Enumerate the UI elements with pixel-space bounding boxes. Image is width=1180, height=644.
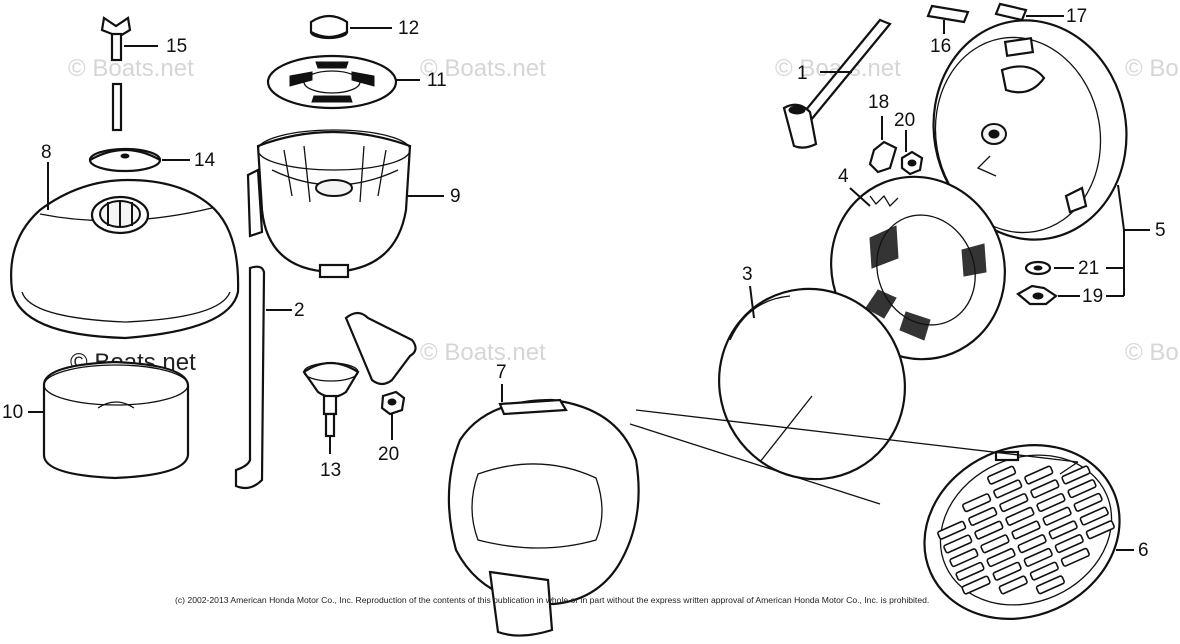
callout-15: 15	[166, 36, 187, 57]
part-19-wing-nut[interactable]	[1016, 230, 1125, 306]
grille-slot	[999, 493, 1029, 513]
part-13-drain-cup[interactable]	[302, 311, 417, 454]
callout-11: 11	[427, 70, 447, 91]
callout-20-right: 20	[894, 110, 915, 131]
part-18-collar[interactable]	[868, 116, 898, 174]
part-17-seal[interactable]	[994, 2, 1064, 22]
part-5-rear-housing[interactable]	[916, 5, 1150, 255]
part-8-air-cleaner-cover[interactable]	[10, 162, 240, 340]
part-21-washer[interactable]	[1024, 260, 1074, 276]
callout-10: 10	[2, 402, 23, 423]
watermark-1: © Boats.net	[68, 55, 194, 82]
grille-slot	[1073, 492, 1103, 512]
grille-slot	[1011, 520, 1041, 540]
callout-12: 12	[398, 18, 419, 39]
part-11-grid-plate[interactable]	[266, 54, 420, 110]
grille-slot	[1067, 479, 1097, 499]
grille-slot	[955, 561, 985, 581]
grille-slot	[987, 465, 1017, 485]
grille-slot	[1024, 465, 1054, 485]
callout-6: 6	[1138, 540, 1149, 561]
grille-slot	[974, 520, 1004, 540]
part-4-element-holder[interactable]	[804, 150, 1032, 385]
watermark-7: © Boats.net	[1125, 339, 1180, 366]
grille-slot	[986, 548, 1016, 568]
grille-slot	[1054, 534, 1084, 554]
grille-slot	[1085, 520, 1115, 540]
grille-slot	[1029, 561, 1059, 581]
part-2-tube[interactable]	[234, 265, 292, 490]
callout-1: 1	[797, 63, 808, 84]
part-1-stay-bracket[interactable]	[782, 18, 892, 149]
grille-slots	[937, 465, 1115, 595]
grille-slot	[1036, 492, 1066, 512]
grille-slot	[1061, 465, 1091, 485]
grille-slot	[1023, 547, 1053, 567]
watermark-5: © Boats.net	[420, 339, 546, 366]
part-20-nut-right[interactable]	[900, 130, 924, 176]
part-14-washer[interactable]	[88, 147, 190, 173]
grille-slot	[962, 493, 992, 513]
grille-slot	[1030, 479, 1060, 499]
callout-19: 19	[1082, 286, 1103, 307]
callout-20-left: 20	[378, 444, 399, 465]
callout-9: 9	[450, 186, 461, 207]
grille-slot	[1005, 506, 1035, 526]
callout-4: 4	[838, 166, 849, 187]
part-7-intake-housing[interactable]	[447, 384, 640, 637]
part-12-cap[interactable]	[309, 14, 392, 40]
watermark-4: © Boats.net	[1125, 55, 1180, 82]
grille-slot	[1035, 575, 1065, 595]
callout-3: 3	[742, 264, 753, 285]
part-9-air-cleaner-case[interactable]	[246, 129, 444, 279]
part-10-foam-element[interactable]	[28, 360, 190, 480]
grille-slot	[1042, 506, 1072, 526]
grille-slot	[992, 561, 1022, 581]
part-3-filter-element[interactable]	[686, 256, 939, 512]
grille-slot	[980, 534, 1010, 554]
grille-slot	[1048, 520, 1078, 540]
grille-slot	[1060, 547, 1090, 567]
watermark-2: © Boats.net	[420, 55, 546, 82]
callout-16: 16	[930, 36, 951, 57]
callout-14: 14	[194, 150, 216, 171]
part-16-pad[interactable]	[926, 4, 970, 34]
grille-slot	[968, 506, 998, 526]
part-15-wing-bolt[interactable]	[100, 16, 158, 132]
callout-18: 18	[868, 92, 889, 113]
grille-slot	[949, 548, 979, 568]
callout-7: 7	[496, 362, 507, 383]
grille-slot	[1079, 506, 1109, 526]
grille-slot	[961, 575, 991, 595]
copyright-notice: (c) 2002-2013 American Honda Motor Co., …	[175, 595, 929, 605]
grille-slot	[937, 520, 967, 540]
callout-5: 5	[1155, 220, 1166, 241]
callout-2: 2	[294, 300, 305, 321]
callout-13: 13	[320, 460, 341, 481]
part-6-screen-cover[interactable]	[896, 415, 1147, 644]
callout-21: 21	[1078, 258, 1099, 279]
grille-slot	[943, 534, 973, 554]
grille-slot	[998, 575, 1028, 595]
part-20-nut-left[interactable]	[380, 390, 406, 440]
callout-17: 17	[1066, 6, 1087, 27]
grille-slot	[993, 479, 1023, 499]
assembly-guide-lines	[629, 395, 1079, 505]
grille-slot	[1017, 534, 1047, 554]
callout-8: 8	[41, 142, 52, 163]
